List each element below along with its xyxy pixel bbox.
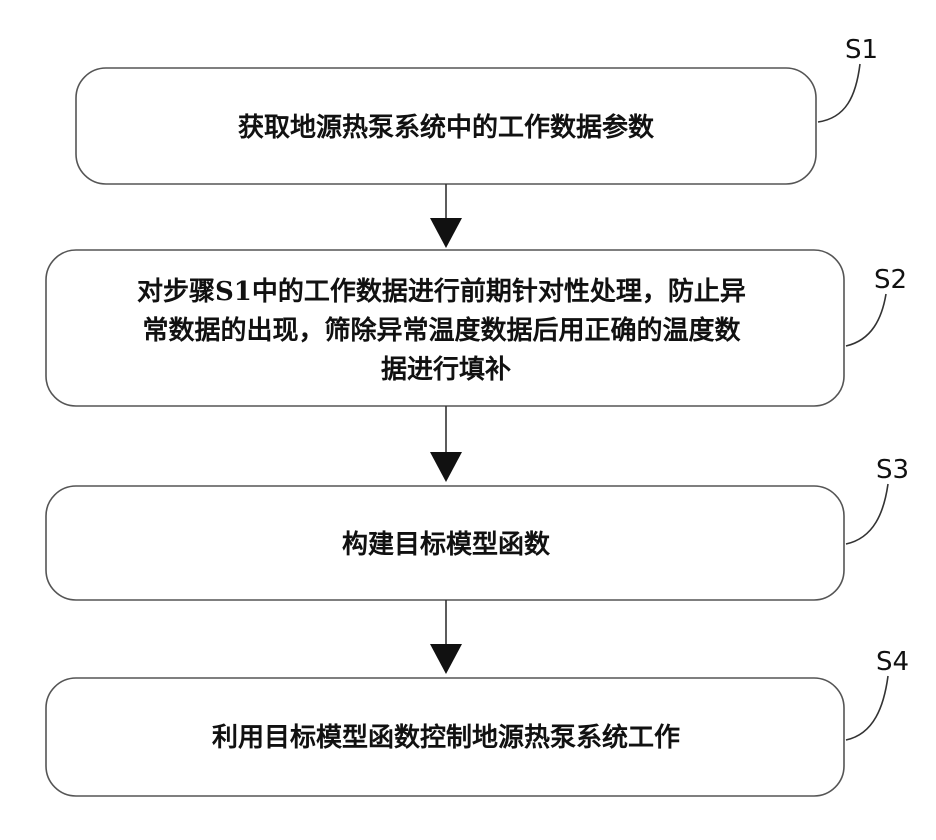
step-s2-line-1: 对步骤S1中的工作数据进行前期针对性处理，防止异 [137,276,746,307]
step-s2: 对步骤S1中的工作数据进行前期针对性处理，防止异 常数据的出现，筛除异常温度数据… [46,250,907,406]
step-s1-line-1: 获取地源热泵系统中的工作数据参数 [238,112,655,143]
step-s3-line-1: 构建目标模型函数 [342,530,551,560]
step-s4-line-1: 利用目标模型函数控制地源热泵系统工作 [212,722,680,753]
arrow-s2-s3 [430,406,462,482]
step-s3: 构建目标模型函数 S3 [46,455,909,600]
step-s2-leader [846,294,886,346]
step-s3-leader [846,484,888,544]
arrow-s3-s4-head [430,644,462,674]
step-s1-text: 获取地源热泵系统中的工作数据参数 [238,112,655,143]
step-s3-text: 构建目标模型函数 [342,530,551,560]
step-s2-line-3: 据进行填补 [381,354,511,385]
step-s4-text: 利用目标模型函数控制地源热泵系统工作 [212,722,680,753]
arrow-s2-s3-head [430,452,462,482]
step-s2-line-2: 常数据的出现，筛除异常温度数据后用正确的温度数 [142,315,741,346]
step-s4: 利用目标模型函数控制地源热泵系统工作 S4 [46,647,909,796]
step-s1-label: S1 [845,35,878,65]
arrow-s1-s2-head [430,218,462,248]
step-s4-label: S4 [876,647,909,677]
step-s4-leader [846,676,888,740]
step-s1: 获取地源热泵系统中的工作数据参数 S1 [76,35,878,184]
step-s2-label: S2 [874,265,907,295]
step-s3-label: S3 [876,455,909,485]
arrow-s3-s4 [430,600,462,674]
step-s1-leader [818,64,860,122]
arrow-s1-s2 [430,184,462,248]
